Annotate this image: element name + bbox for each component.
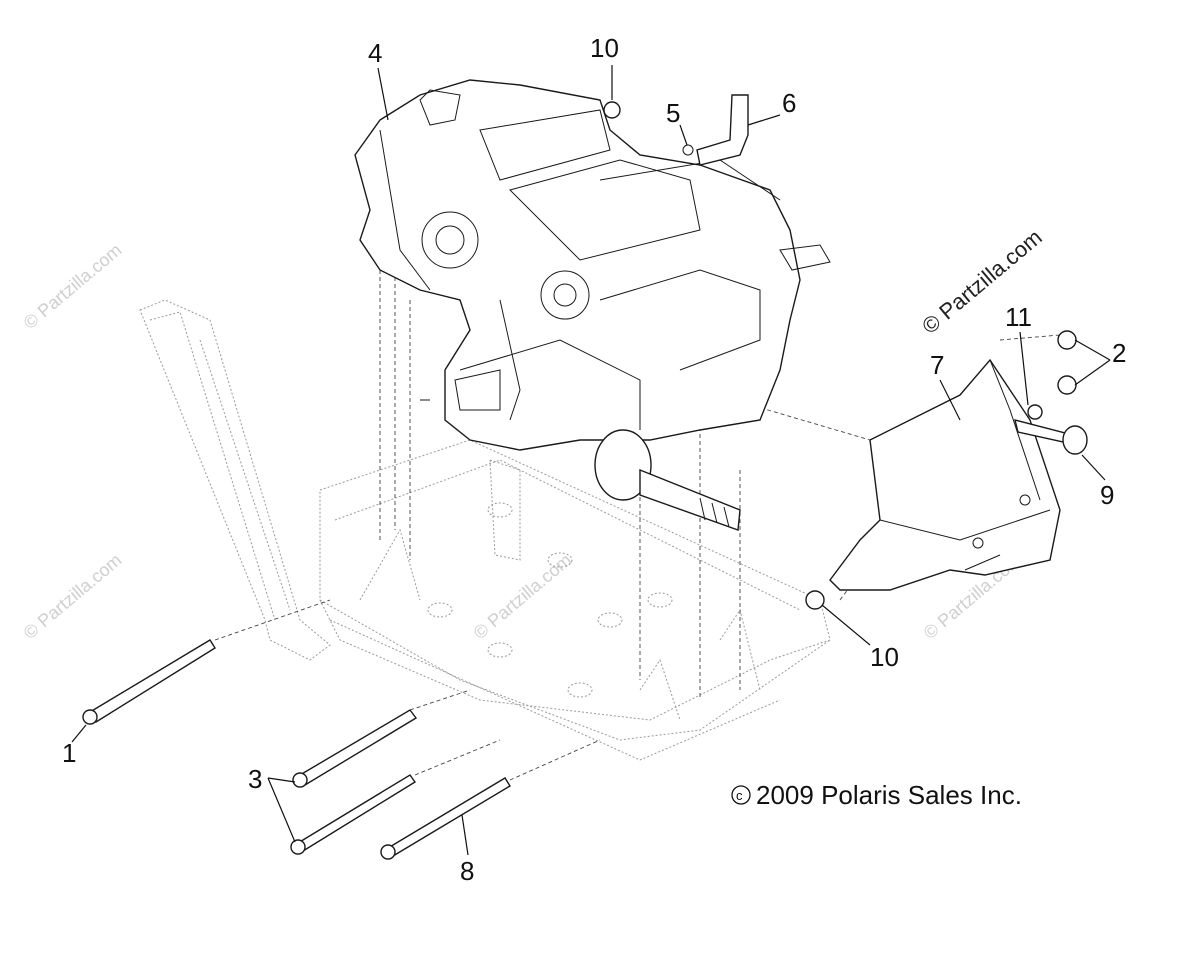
bolt-8 [387, 777, 511, 857]
long-bolts [82, 639, 511, 860]
callout-10-bottom: 10 [870, 642, 899, 672]
callout-7: 7 [930, 350, 944, 380]
transmission-assembly [354, 79, 831, 451]
watermark: © Partzilla.com [470, 550, 576, 643]
callout-8: 8 [460, 856, 474, 886]
bolt-3a [299, 709, 418, 786]
callout-10-top: 10 [590, 33, 619, 63]
callout-2: 2 [1112, 338, 1126, 368]
callout-9: 9 [1100, 480, 1114, 510]
callout-3: 3 [248, 764, 262, 794]
copyright-text: 2009 Polaris Sales Inc. [756, 780, 1022, 810]
bolt-1 [89, 639, 216, 723]
callout-5: 5 [666, 98, 680, 128]
washer-11 [1027, 404, 1043, 420]
copyright-symbol: c [736, 788, 743, 803]
callout-4: 4 [368, 38, 382, 68]
watermark: © Partzilla.com [20, 240, 126, 333]
nut-2b [1057, 375, 1077, 395]
leader-lines [71, 65, 1111, 856]
nut-top [603, 101, 621, 119]
watermark: © Partzilla.com [20, 550, 126, 643]
nut-2a [1057, 330, 1077, 350]
copyright: c 2009 Polaris Sales Inc. [731, 780, 1022, 810]
mount-bracket [829, 358, 1061, 591]
nut-10b [805, 590, 825, 610]
copyright-circle-icon [731, 785, 751, 805]
callouts: 4 10 5 6 7 11 2 9 10 1 3 8 [62, 33, 1126, 886]
output-shaft [594, 429, 741, 531]
callout-1: 1 [62, 738, 76, 768]
callout-6: 6 [782, 88, 796, 118]
callout-11: 11 [1005, 302, 1032, 332]
breather-hose [682, 94, 749, 166]
bolt-3b [297, 774, 417, 852]
